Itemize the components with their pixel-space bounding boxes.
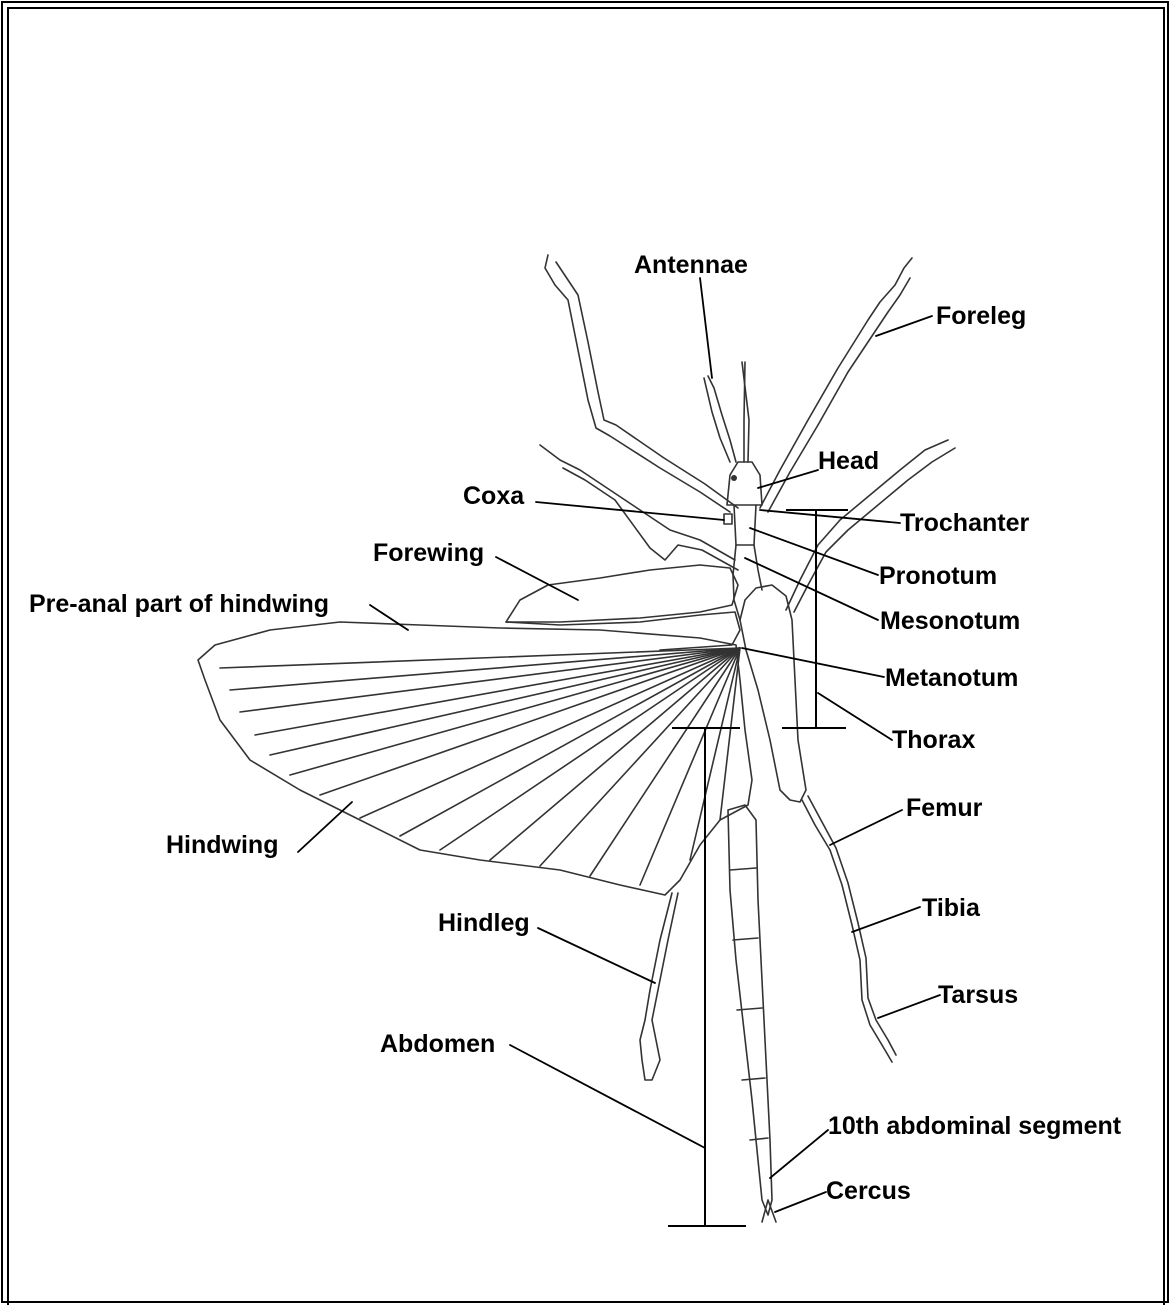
pronotum-drawing	[734, 505, 756, 545]
label-metanotum: Metanotum	[885, 664, 1018, 692]
label-forewing: Forewing	[373, 539, 484, 567]
label-tarsus: Tarsus	[938, 981, 1018, 1009]
label-coxa: Coxa	[463, 482, 524, 510]
hindwing-veins	[220, 648, 740, 885]
label-abdomen: Abdomen	[380, 1030, 495, 1058]
label-pre-anal: Pre-anal part of hindwing	[29, 590, 329, 618]
abdominal-segments	[730, 868, 768, 1140]
midleg-left-drawing	[540, 445, 738, 570]
abdomen-drawing	[728, 805, 772, 1215]
label-antennae: Antennae	[634, 251, 748, 279]
label-hindleg: Hindleg	[438, 909, 530, 937]
label-trochanter: Trochanter	[900, 509, 1029, 537]
label-10th-abdominal-segment: 10th abdominal segment	[828, 1112, 1121, 1140]
label-hindwing: Hindwing	[166, 831, 278, 859]
hindwing-drawing	[198, 622, 752, 895]
label-tibia: Tibia	[922, 894, 980, 922]
eye-drawing	[731, 475, 737, 481]
pre-anal-drawing	[506, 612, 740, 650]
coxa-drawing	[724, 514, 732, 524]
label-pronotum: Pronotum	[879, 562, 997, 590]
abdomen-bracket	[668, 728, 746, 1226]
antennae-drawing	[704, 362, 749, 462]
label-mesonotum: Mesonotum	[880, 607, 1020, 635]
label-foreleg: Foreleg	[936, 302, 1026, 330]
hindleg-left-drawing	[640, 893, 678, 1080]
forewing-drawing	[506, 565, 738, 622]
label-femur: Femur	[906, 794, 982, 822]
label-head: Head	[818, 447, 879, 475]
label-cercus: Cercus	[826, 1177, 911, 1205]
label-thorax: Thorax	[892, 726, 975, 754]
head-drawing	[727, 462, 762, 505]
